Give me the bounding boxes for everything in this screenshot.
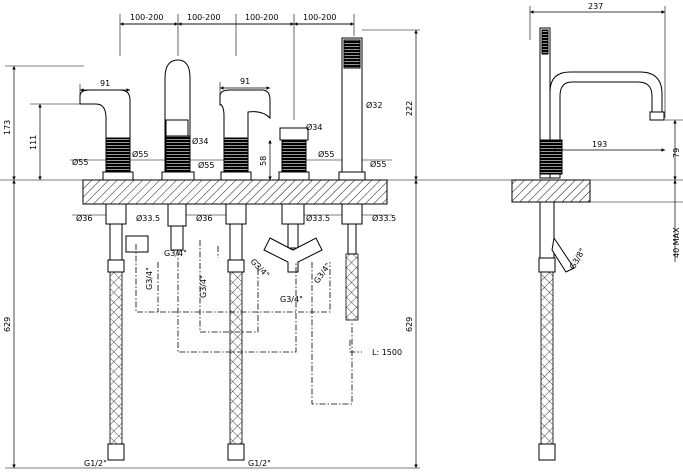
side-deck — [511, 179, 591, 203]
front-view: 100-200 100-200 100-200 100-200 173 111 … — [0, 13, 500, 469]
spacing-label-4: 100-200 — [303, 13, 336, 22]
g12-right: G1/2" — [248, 459, 271, 468]
dia-55-e: Ø55 — [370, 159, 386, 169]
height-629-right: 629 — [405, 317, 414, 332]
deck-section — [82, 179, 388, 205]
spacing-dimension: 100-200 100-200 100-200 100-200 — [119, 13, 355, 120]
left-handle-lever — [79, 89, 131, 141]
middle-handle-lever — [219, 89, 271, 141]
dia-34-diverter: Ø34 — [306, 122, 322, 132]
left-handle-knurl — [105, 137, 131, 175]
height-222-label: 222 — [405, 101, 414, 116]
dia-55-d: Ø55 — [318, 149, 334, 159]
middle-handle-knurl — [223, 137, 249, 175]
flex-hose-left — [109, 271, 123, 445]
max-label: 40 MAX — [672, 227, 681, 258]
height-629-left: 629 — [3, 317, 12, 332]
reach-193-label: 193 — [592, 140, 607, 149]
dia-33-5-mid: Ø33.5 — [306, 213, 330, 223]
side-flex-hose — [540, 271, 554, 445]
dia-33-5-left: Ø33.5 — [136, 213, 160, 223]
g34-e: G3/4" — [280, 295, 303, 304]
spacing-label-1: 100-200 — [130, 13, 163, 22]
hand-shower-head — [343, 39, 361, 69]
shower-hose — [345, 253, 359, 321]
handle-width-right: 91 — [240, 77, 250, 86]
spacing-label-3: 100-200 — [245, 13, 278, 22]
height-111-label: 111 — [29, 135, 38, 150]
dia-36-left: Ø36 — [76, 213, 92, 223]
diverter-knurl — [281, 139, 307, 173]
hose-length-label: L: 1500 — [372, 348, 402, 357]
width-237-label: 237 — [588, 2, 603, 11]
flex-hose-right — [229, 271, 243, 445]
height-58: 58 — [259, 156, 268, 166]
g34-c: G3/4" — [199, 275, 208, 298]
side-view: 237 193 79 40 MAX G3/8" — [500, 2, 683, 461]
side-knurl — [539, 139, 563, 175]
dia-36-mid: Ø36 — [196, 213, 212, 223]
height-173-label: 173 — [3, 120, 12, 135]
g34-d: G3/4" — [249, 257, 271, 279]
dia-33-5-right: Ø33.5 — [372, 213, 396, 223]
under-deck-shanks — [105, 203, 363, 273]
g38-label: G3/8" — [568, 247, 587, 271]
dia-55-c: Ø55 — [198, 160, 214, 170]
dia-55-a: Ø55 — [72, 157, 88, 167]
g12-left: G1/2" — [84, 459, 107, 468]
height-79-label: 79 — [672, 148, 681, 158]
dia-32-shower: Ø32 — [366, 100, 382, 110]
dia-34-spout: Ø34 — [192, 136, 208, 146]
side-spout — [549, 71, 663, 179]
handle-width-left: 91 — [100, 79, 110, 88]
spout-knurl — [165, 135, 191, 173]
g34-a: G3/4" — [164, 249, 187, 258]
spacing-label-2: 100-200 — [187, 13, 220, 22]
dia-55-b: Ø55 — [132, 149, 148, 159]
g34-b: G3/4" — [145, 267, 154, 290]
